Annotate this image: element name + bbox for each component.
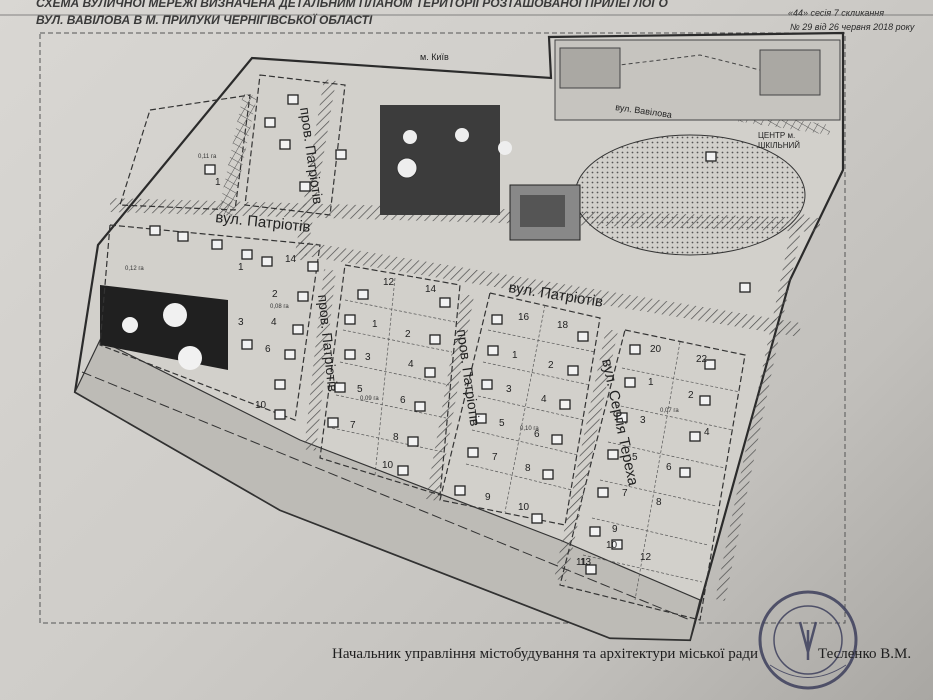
svg-text:1: 1 <box>648 377 654 388</box>
svg-text:18: 18 <box>557 320 569 331</box>
block-west-outline <box>99 224 321 421</box>
svg-text:1: 1 <box>512 350 518 361</box>
svg-text:1: 1 <box>372 319 378 330</box>
svg-text:2: 2 <box>405 329 411 340</box>
svg-text:7: 7 <box>622 488 628 499</box>
svg-text:6: 6 <box>400 395 406 406</box>
svg-text:14: 14 <box>425 284 437 295</box>
svg-text:4: 4 <box>408 359 414 370</box>
svg-text:6: 6 <box>666 462 672 473</box>
label-center: ЦЕНТР м. <box>758 131 795 140</box>
area-labels: 0,11 га 0,12 га 0,08 га 0,09 га 0,10 га … <box>125 154 679 432</box>
svg-text:22: 22 <box>696 354 708 365</box>
park-oval <box>574 134 806 256</box>
svg-text:6: 6 <box>534 429 540 440</box>
svg-text:0,12 га: 0,12 га <box>125 266 144 272</box>
svg-text:2: 2 <box>272 289 278 300</box>
svg-text:4: 4 <box>704 427 710 438</box>
road-serhiya-tereha <box>554 328 618 582</box>
svg-text:10: 10 <box>382 460 394 471</box>
svg-text:12: 12 <box>640 552 652 563</box>
svg-text:16: 16 <box>518 312 530 323</box>
house-markers <box>149 94 751 575</box>
svg-text:3: 3 <box>365 352 371 363</box>
svg-text:8: 8 <box>393 432 399 443</box>
svg-text:8: 8 <box>656 497 662 508</box>
svg-text:5: 5 <box>632 452 638 463</box>
svg-text:1: 1 <box>238 262 244 273</box>
decree-number: № 29 від 26 червня 2018 року <box>790 22 915 32</box>
label-kyiv: м. Київ <box>420 52 449 62</box>
label-center-2: ШКІЛЬНИЙ <box>758 141 800 150</box>
svg-text:7: 7 <box>492 452 498 463</box>
svg-text:10: 10 <box>518 502 530 513</box>
footer-position-title: Начальник управління містобудування та а… <box>332 646 759 662</box>
svg-text:2: 2 <box>688 390 694 401</box>
svg-text:6: 6 <box>265 344 271 355</box>
road-prov-mid <box>304 269 336 451</box>
svg-text:12: 12 <box>383 277 395 288</box>
footer-signer-name: Тесленко В.М. <box>818 646 912 662</box>
road-patriotiv-east <box>298 241 802 337</box>
svg-text:0,10 га: 0,10 га <box>520 426 539 432</box>
svg-text:9: 9 <box>612 524 618 535</box>
svg-text:0,09 га: 0,09 га <box>360 396 379 402</box>
block-b-outline <box>439 292 601 526</box>
official-stamp <box>758 590 858 690</box>
block-c-outline <box>559 329 746 621</box>
svg-text:0,11 га: 0,11 га <box>198 154 217 160</box>
lot-numbers: 1 1 2 3 4 6 10 14 12 14 1 2 3 4 5 6 7 8 … <box>215 177 710 568</box>
svg-text:5: 5 <box>499 418 505 429</box>
svg-text:10: 10 <box>255 400 267 411</box>
map-title-line-2: ВУЛ. ВАВІЛОВА В М. ПРИЛУКИ ЧЕРНІГІВСЬКОЇ… <box>36 13 373 27</box>
svg-text:13: 13 <box>580 557 592 568</box>
svg-text:0,08 га: 0,08 га <box>270 304 289 310</box>
svg-text:4: 4 <box>541 394 547 405</box>
annex-session-note: «44» сесія 7 скликання <box>788 8 885 18</box>
svg-text:3: 3 <box>238 317 244 328</box>
svg-text:20: 20 <box>650 344 662 355</box>
road-prov-north <box>294 79 336 261</box>
svg-text:8: 8 <box>525 463 531 474</box>
map-title-line-1: СХЕМА ВУЛИЧНОЇ МЕРЕЖІ ВИЗНАЧЕНА ДЕТАЛЬНИ… <box>36 0 668 10</box>
svg-text:5: 5 <box>357 384 363 395</box>
svg-text:3: 3 <box>640 415 646 426</box>
svg-text:14: 14 <box>285 254 297 265</box>
svg-text:10: 10 <box>606 540 618 551</box>
sheet-frame <box>39 32 846 624</box>
road-prov-center <box>426 293 474 502</box>
svg-text:2: 2 <box>548 360 554 371</box>
svg-text:7: 7 <box>350 420 356 431</box>
church-grounds <box>380 105 500 215</box>
southern-road <box>74 339 701 641</box>
block-a-outline <box>319 264 461 496</box>
svg-text:9: 9 <box>485 492 491 503</box>
svg-text:0,07 га: 0,07 га <box>660 408 679 414</box>
svg-text:4: 4 <box>271 317 277 328</box>
svg-text:3: 3 <box>506 384 512 395</box>
svg-text:1: 1 <box>215 177 221 188</box>
svg-text:11: 11 <box>576 557 587 568</box>
